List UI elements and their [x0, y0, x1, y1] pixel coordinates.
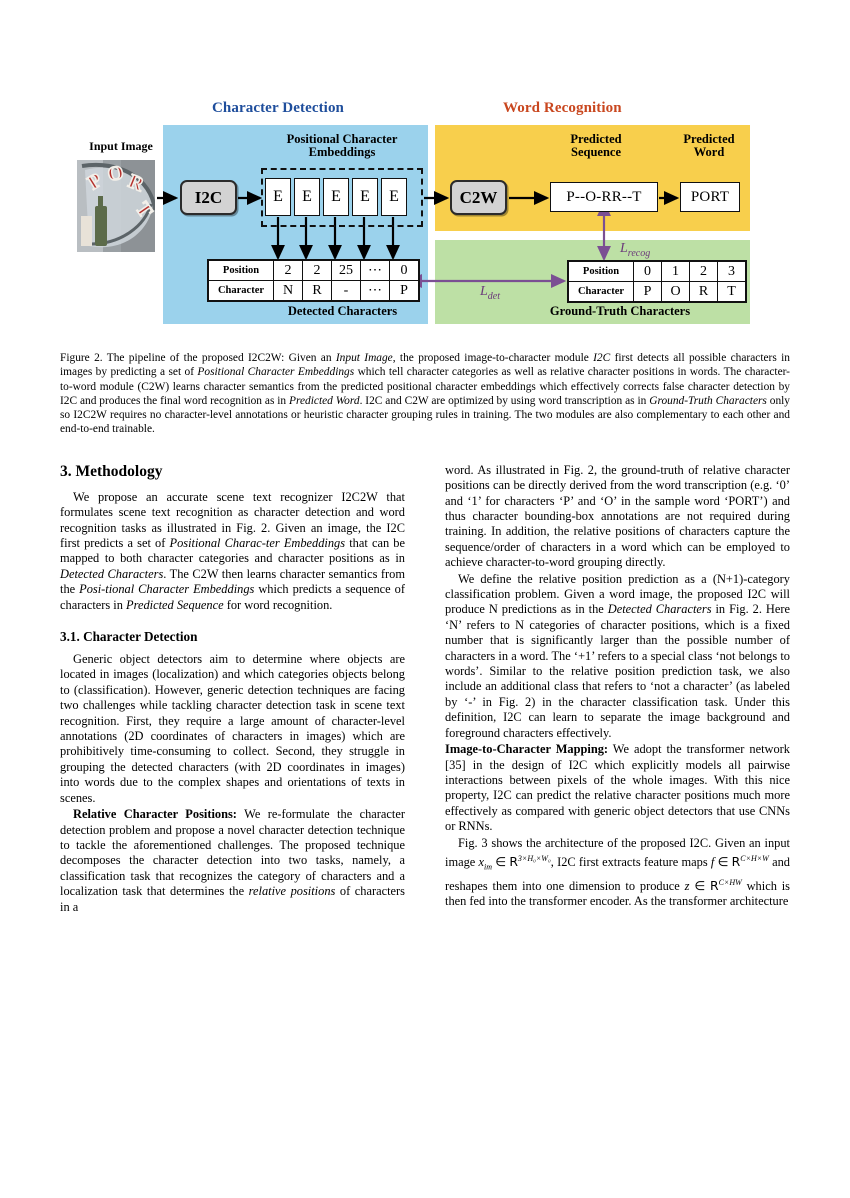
table-row: Position 0 1 2 3	[568, 261, 746, 282]
ground-truth-characters-label: Ground-Truth Characters	[549, 304, 691, 318]
cell: 1	[661, 261, 690, 282]
row-header: Character	[568, 281, 634, 302]
input-image-label: Input Image	[89, 139, 153, 153]
section-heading-methodology: 3. Methodology	[60, 462, 163, 480]
embedding-cell: E	[381, 178, 407, 216]
detected-characters-table: Position 2 2 25 ⋯ 0 Character N R - ⋯ P	[207, 259, 420, 302]
cell: T	[717, 281, 746, 302]
detection-loss-label: Ldet	[480, 284, 500, 302]
cell: 2	[302, 260, 332, 281]
embedding-cell: E	[265, 178, 291, 216]
recognition-loss-label: Lrecog	[620, 241, 650, 259]
cell: N	[273, 280, 303, 301]
figure-title-character-detection: Character Detection	[212, 100, 344, 116]
paragraph: We define the relative position predicti…	[445, 571, 791, 740]
paragraph: Image-to-Character Mapping: We adopt the…	[445, 742, 790, 834]
figure-title-word-recognition: Word Recognition	[503, 100, 622, 116]
right-column: word. As illustrated in Fig. 2, the grou…	[445, 463, 790, 915]
row-header: Position	[208, 260, 274, 281]
table-row: Character N R - ⋯ P	[208, 280, 419, 301]
subsection-heading-character-detection: 3.1. Character Detection	[60, 629, 198, 645]
cell: 2	[689, 261, 718, 282]
cell: R	[302, 280, 332, 301]
cell: P	[389, 280, 419, 301]
cell: ⋯	[360, 280, 390, 301]
table-row: Character P O R T	[568, 281, 746, 302]
loss-subscript: recog	[627, 247, 651, 259]
detected-characters-label: Detected Characters	[287, 304, 398, 318]
body-columns: 3. Methodology We propose an accurate sc…	[60, 463, 790, 915]
predicted-word-box: PORT	[680, 182, 740, 212]
predicted-word-label: Predicted Word	[683, 132, 735, 159]
paragraph: We propose an accurate scene text recogn…	[60, 489, 405, 612]
ground-truth-characters-table: Position 0 1 2 3 Character P O R T	[567, 260, 747, 303]
predicted-sequence-box: P--O-RR--T	[550, 182, 658, 212]
loss-symbol: L	[480, 284, 488, 299]
row-header: Character	[208, 280, 274, 301]
caption-number: Figure 2.	[60, 352, 103, 364]
row-header: Position	[568, 261, 634, 282]
predicted-sequence-label: Predicted Sequence	[570, 132, 622, 159]
cell: P	[633, 281, 662, 302]
figure-caption: Figure 2. The pipeline of the proposed I…	[60, 351, 790, 437]
cell: 2	[273, 260, 303, 281]
embedding-cell: E	[323, 178, 349, 216]
caption-text: The pipeline of the proposed I2C2W: Give…	[60, 352, 791, 436]
cell: 25	[331, 260, 361, 281]
i2c-module-box: I2C	[180, 180, 237, 215]
cell: 3	[717, 261, 746, 282]
paragraph: Generic object detectors aim to determin…	[60, 652, 405, 805]
left-column: 3. Methodology We propose an accurate sc…	[60, 463, 405, 915]
input-image-thumbnail: P O R T	[77, 160, 155, 252]
svg-text:O: O	[106, 162, 125, 186]
figure-2: Character Detection Word Recognition	[60, 98, 790, 333]
c2w-module-box: C2W	[450, 180, 507, 215]
loss-subscript: det	[487, 290, 501, 302]
positional-character-embeddings-label: Positional Character Embeddings	[286, 132, 398, 159]
embedding-cell: E	[352, 178, 378, 216]
embeddings-dashed-container	[261, 168, 423, 227]
table-row: Position 2 2 25 ⋯ 0	[208, 260, 419, 281]
cell: 0	[633, 261, 662, 282]
paper-page: Character Detection Word Recognition	[0, 98, 850, 1198]
cell: -	[331, 280, 361, 301]
cell: ⋯	[360, 260, 390, 281]
paragraph: Relative Character Positions: We re-form…	[60, 807, 405, 914]
cell: O	[661, 281, 690, 302]
cell: R	[689, 281, 718, 302]
paragraph: Fig. 3 shows the architecture of the pro…	[445, 835, 790, 909]
paragraph: word. As illustrated in Fig. 2, the grou…	[445, 462, 790, 570]
embedding-cell: E	[294, 178, 320, 216]
port-sign-illustration: P O R T	[77, 160, 155, 252]
loss-symbol: L	[620, 241, 628, 256]
cell: 0	[389, 260, 419, 281]
